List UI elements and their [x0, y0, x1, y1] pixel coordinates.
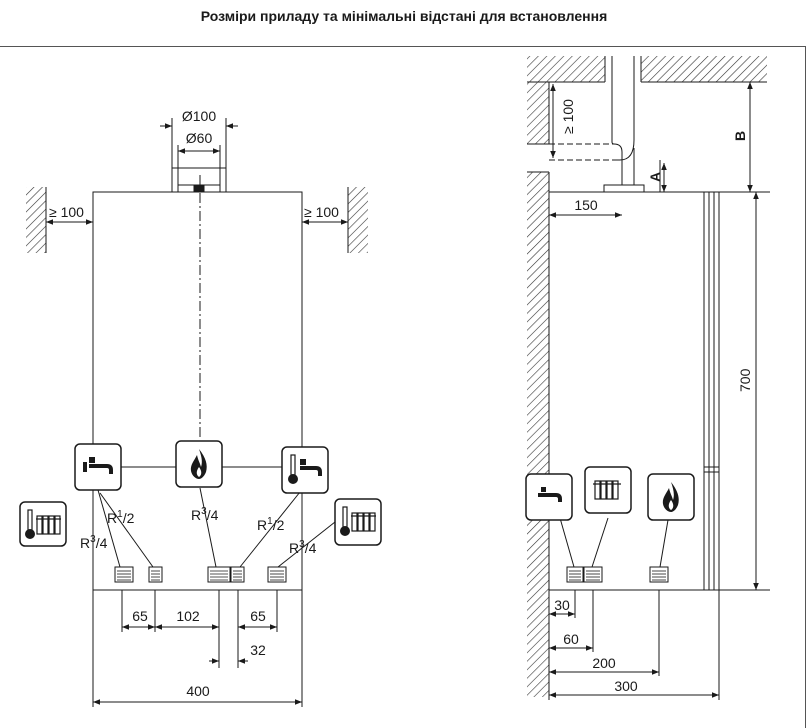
clear-right-label: ≥ 100: [304, 204, 339, 220]
radiator-thermometer-icon-right: [334, 498, 382, 546]
page-title: Розміри приладу та мінімальні відстані д…: [200, 8, 608, 24]
flame-icon: [175, 440, 223, 488]
dim-65-right: 65: [250, 608, 266, 624]
drawing-frame: [0, 46, 806, 728]
label-B: B: [732, 131, 748, 141]
label-A: A: [647, 172, 663, 182]
dim-32: 32: [250, 642, 266, 658]
tap-thermometer-icon: [281, 446, 329, 494]
side-dim-60: 60: [563, 631, 579, 647]
conn-label-4: R3/4: [289, 539, 317, 556]
radiator-thermometer-icon-left: [19, 501, 67, 547]
side-dim-150: 150: [574, 197, 598, 213]
dim-400: 400: [186, 683, 210, 699]
side-ge100-label: ≥ 100: [560, 99, 576, 134]
tap-icon-side: [525, 473, 573, 521]
boiler-side-body: [548, 191, 720, 591]
side-dim-200: 200: [592, 655, 616, 671]
radiator-icon-side: [584, 466, 632, 514]
side-dim-30: 30: [554, 597, 570, 613]
dia-inner-label: Ø60: [186, 130, 213, 146]
ceiling-right: [641, 56, 767, 82]
conn-label-3: R1/2: [257, 516, 285, 533]
conn-label-2: R3/4: [80, 534, 108, 551]
flame-icon-side: [647, 473, 695, 521]
right-wall: [348, 187, 368, 253]
fittings-front: [114, 566, 287, 583]
ceiling-left: [527, 56, 605, 82]
side-dim-700: 700: [737, 368, 753, 392]
dia-outer-label: Ø100: [182, 108, 216, 124]
left-wall: [26, 187, 46, 253]
side-dim-300: 300: [614, 678, 638, 694]
dim-102: 102: [176, 608, 200, 624]
clear-left-label: ≥ 100: [49, 204, 84, 220]
dim-65-left: 65: [132, 608, 148, 624]
wall-lower: [527, 172, 549, 697]
conn-label-1: R1/2: [107, 509, 135, 526]
wall-upper: [527, 82, 549, 144]
tap-icon: [74, 443, 122, 491]
boiler-body: [92, 191, 303, 591]
conn-label-5: R3/4: [191, 506, 219, 523]
